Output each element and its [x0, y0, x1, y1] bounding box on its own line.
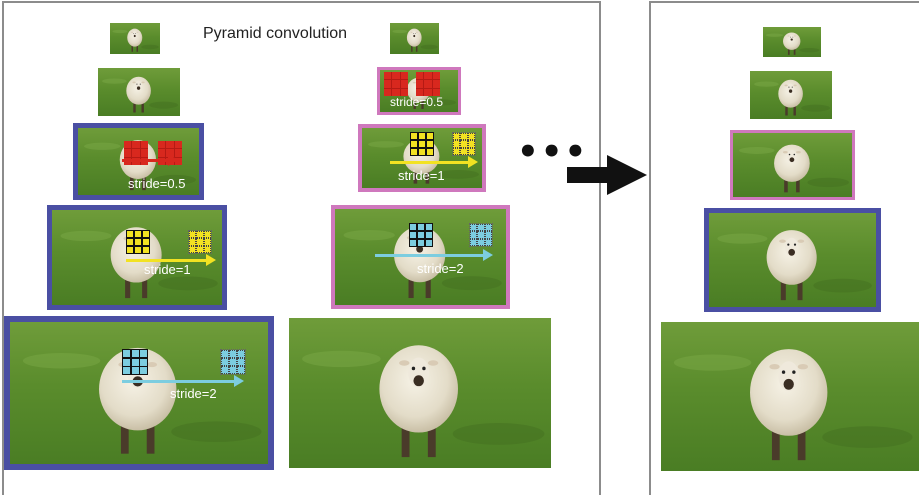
cyan-kernel-icon: [122, 349, 148, 375]
stride-label: stride=2: [170, 386, 217, 401]
stride-label: stride=1: [144, 262, 191, 277]
cyan-kernel-icon: [409, 223, 433, 247]
sheep-image-left-level-5: stride=2: [4, 316, 274, 470]
sheep-image-middle-level-2: stride=0.5: [377, 67, 461, 115]
sheep-image-middle-level-3: stride=1: [358, 124, 486, 192]
stride-label: stride=0.5: [390, 95, 444, 109]
sheep-image-right-level-3: [730, 130, 855, 200]
red-kernel-icon: [416, 72, 440, 96]
right-panel: [649, 1, 919, 495]
ellipsis: •••: [517, 132, 589, 172]
sheep-image-left-level-1: [110, 23, 160, 54]
right-arrow-icon: [567, 155, 647, 195]
sheep-image-left-level-2: [98, 68, 180, 116]
sheep-image-right-level-4: [704, 208, 881, 312]
sheep-image-right-level-1: [763, 27, 821, 57]
cyan-kernel-dotted-icon: [469, 223, 493, 247]
left-panel: [2, 1, 601, 495]
sheep-image-middle-level-1: [390, 23, 439, 54]
yellow-kernel-icon: [126, 230, 150, 254]
sheep-image-right-level-2: [750, 71, 832, 119]
yellow-kernel-icon: [410, 132, 434, 156]
sheep-image-middle-level-4: stride=2: [331, 205, 510, 309]
sheep-image-left-level-4: stride=1: [47, 205, 227, 310]
yellow-kernel-dotted-icon: [188, 230, 212, 254]
cyan-kernel-dotted-icon: [220, 349, 246, 375]
sheep-image-middle-level-5: [289, 318, 551, 468]
stride-label: stride=1: [398, 168, 445, 183]
stride-label: stride=2: [417, 261, 464, 276]
sheep-image-left-level-3: stride=0.5: [73, 123, 204, 200]
red-kernel-icon: [384, 72, 408, 96]
sheep-image-right-level-5: [661, 322, 919, 471]
diagram-title: Pyramid convolution: [203, 25, 348, 42]
stride-label: stride=0.5: [128, 176, 186, 191]
yellow-kernel-dotted-icon: [452, 132, 476, 156]
